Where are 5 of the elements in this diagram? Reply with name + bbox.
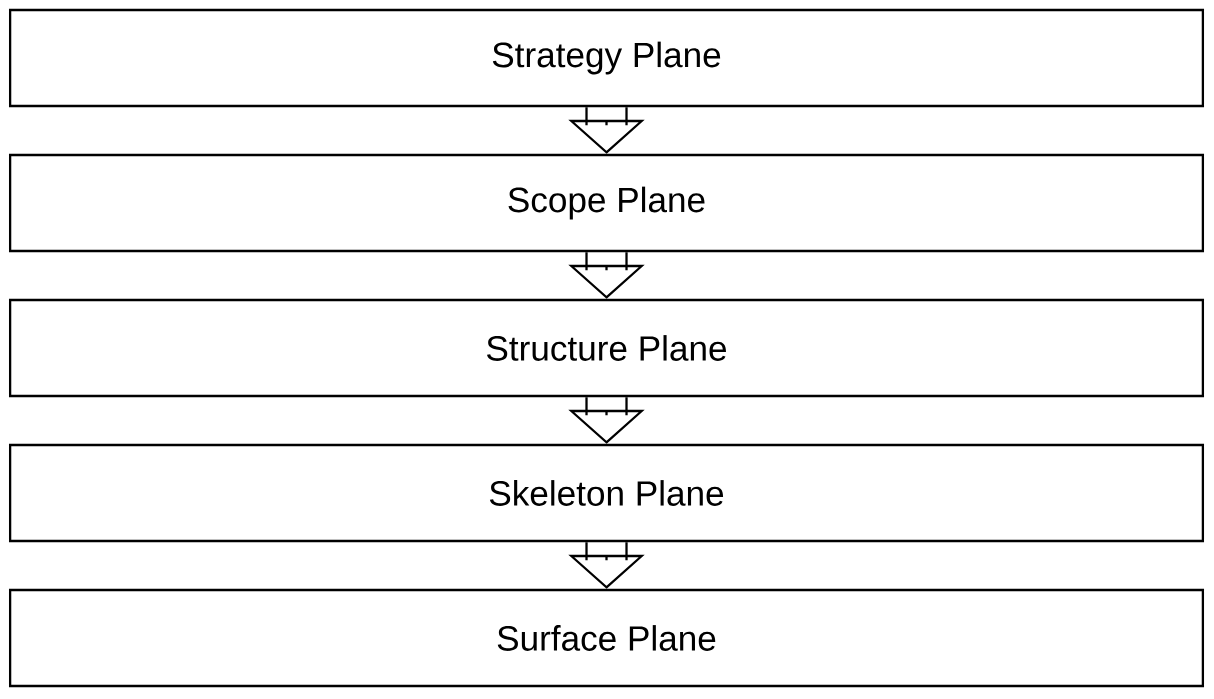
plane-box: Strategy Plane — [9, 8, 1205, 108]
plane-box: Skeleton Plane — [9, 443, 1205, 543]
plane-box: Structure Plane — [9, 298, 1205, 398]
plane-box: Scope Plane — [9, 153, 1205, 253]
plane-box: Surface Plane — [9, 588, 1205, 688]
